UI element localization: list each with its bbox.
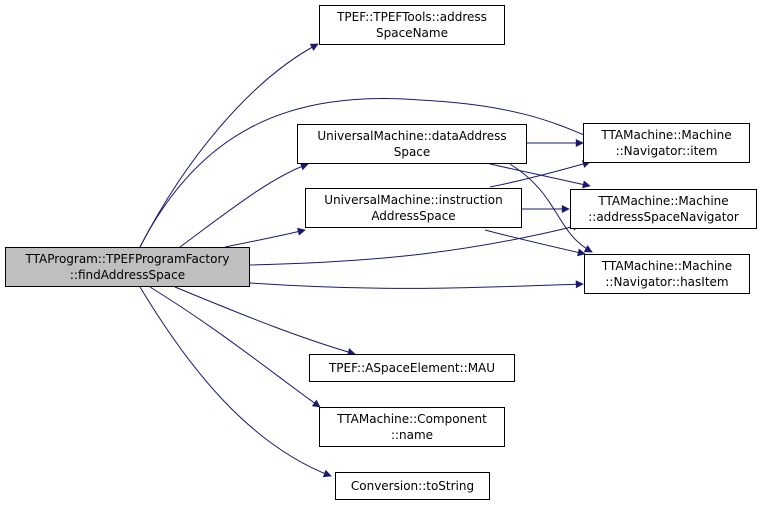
node-label-line1: TPEF::TPEFTools::address	[337, 10, 487, 24]
edge-root-to-address-space-navigator	[249, 222, 581, 266]
node-label-line2: Space	[393, 145, 431, 159]
node-label-line1: UniversalMachine::dataAddress	[317, 129, 507, 143]
node-label-line1: TTAMachine::Machine	[601, 259, 733, 273]
edge-root-to-aspace-mau	[174, 286, 356, 356]
node-instruction-address-space[interactable]: UniversalMachine::instruction AddressSpa…	[305, 188, 522, 228]
node-label-line2: ::findAddressSpace	[69, 268, 186, 282]
node-label-line2: ::Navigator::hasItem	[605, 275, 729, 289]
node-label-line1: TTAMachine::Machine	[598, 194, 729, 208]
node-label-line1: TTAMachine::Component	[337, 412, 487, 426]
node-conversion-to-string[interactable]: Conversion::toString	[335, 472, 490, 500]
edge-instruction-to-navigator-item	[489, 160, 591, 188]
node-aspace-element-mau[interactable]: TPEF::ASpaceElement::MAU	[309, 354, 515, 382]
node-label: TPEF::ASpaceElement::MAU	[328, 361, 496, 375]
node-component-name[interactable]: TTAMachine::Component ::name	[319, 407, 505, 447]
edge-root-to-navigator-has-item	[249, 280, 584, 289]
edge-root-to-conversion-to-string	[139, 286, 332, 478]
edge-root-to-instruction-address-space	[224, 227, 306, 248]
edge-root-to-data-address-space	[179, 162, 309, 248]
node-label: Conversion::toString	[350, 479, 475, 493]
node-navigator-item[interactable]: TTAMachine::Machine ::Navigator::item	[583, 123, 750, 163]
node-label-line2: ::addressSpaceNavigator	[588, 210, 739, 224]
node-label-line1: TTAProgram::TPEFProgramFactory	[25, 252, 230, 266]
edge-data-to-navigator-has-item	[509, 163, 593, 253]
node-label-line1: UniversalMachine::instruction	[324, 193, 503, 207]
node-label-line2: SpaceName	[376, 26, 448, 40]
node-root-find-address-space[interactable]: TTAProgram::TPEFProgramFactory ::findAdd…	[5, 247, 250, 287]
edge-root-to-navigator-item	[139, 98, 597, 248]
node-label-line2: AddressSpace	[371, 209, 456, 223]
node-label-line1: TTAMachine::Machine	[601, 128, 732, 142]
node-label-line2: ::name	[390, 428, 434, 442]
node-data-address-space[interactable]: UniversalMachine::dataAddress Space	[297, 124, 527, 164]
node-label-line2: ::Navigator::item	[615, 144, 718, 158]
node-address-space-navigator[interactable]: TTAMachine::Machine ::addressSpaceNaviga…	[570, 189, 757, 229]
edge-root-to-component-name	[149, 286, 321, 408]
node-navigator-has-item[interactable]: TTAMachine::Machine ::Navigator::hasItem	[584, 254, 750, 294]
node-tpef-tools-address-space-name[interactable]: TPEF::TPEFTools::address SpaceName	[319, 5, 505, 45]
edge-instruction-to-navigator-has-item	[484, 229, 586, 257]
edge-root-to-tpef-tools	[139, 43, 319, 248]
edge-data-to-address-space-navigator	[489, 163, 591, 189]
